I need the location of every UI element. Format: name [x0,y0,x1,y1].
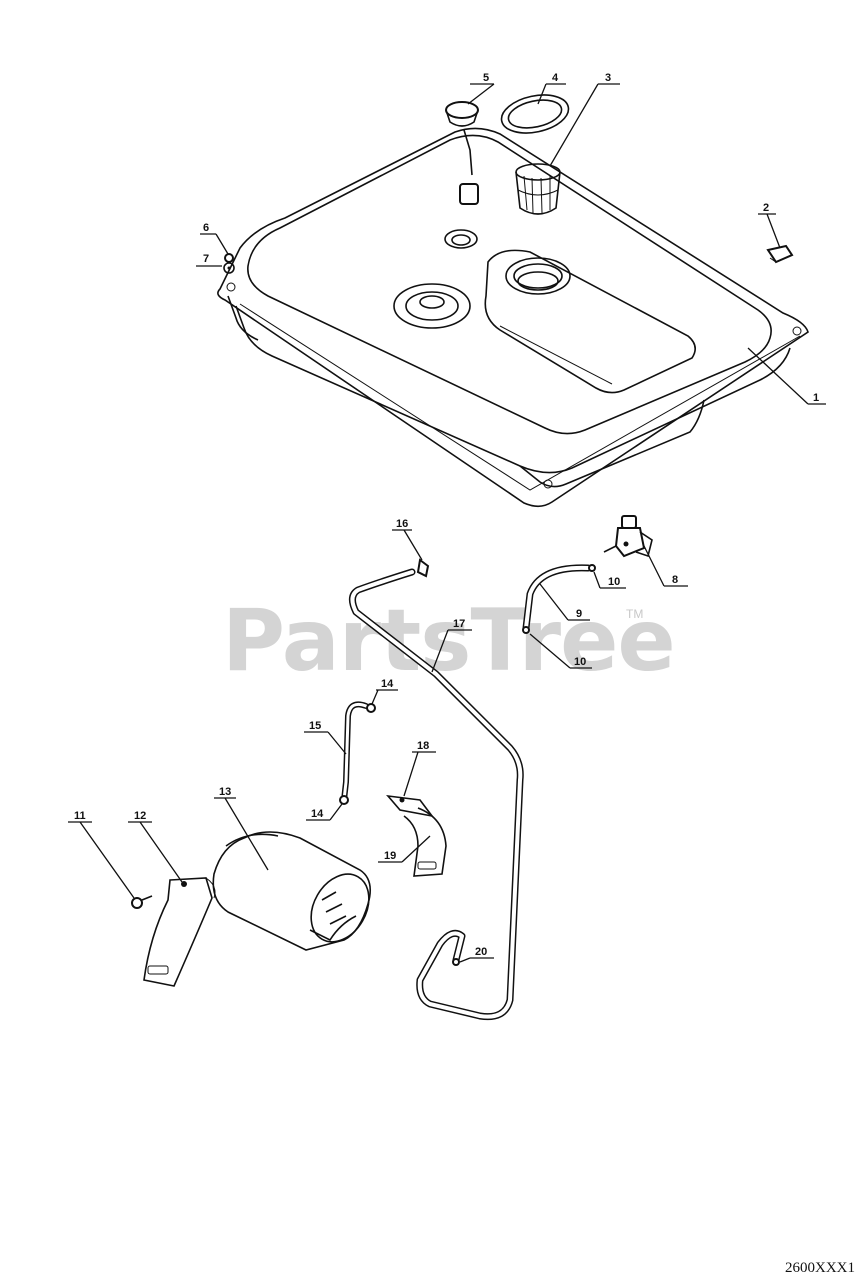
part-17-fuel-line[interactable] [349,568,524,1021]
part-9-fuel-hose[interactable] [522,564,592,632]
callout-10-upper: 10 [608,576,620,588]
part-15-short-hose[interactable] [341,701,369,803]
part-16-hose-clamp[interactable] [416,558,430,578]
part-5-fuel-gauge[interactable] [445,101,479,205]
part-20-hose-end[interactable] [452,958,460,966]
callout-13: 13 [219,786,231,798]
part-11-bolt[interactable] [131,895,153,909]
part-8-fuel-valve[interactable] [603,515,653,558]
part-4-gasket[interactable] [498,89,572,138]
callout-6: 6 [203,222,209,234]
part-10-hose-clamp-lower[interactable] [522,626,530,634]
part-6-screw[interactable] [224,253,234,263]
callout-7: 7 [203,253,209,265]
part-19-strap[interactable] [403,807,447,877]
diagram-code: 2600XXX1 [785,1260,855,1276]
callout-17: 17 [453,618,465,630]
callout-2: 2 [763,202,769,214]
callout-15: 15 [309,720,321,732]
callout-14-upper: 14 [381,678,394,690]
callout-8: 8 [672,574,678,586]
part-12-bracket[interactable] [143,877,216,987]
callout-11: 11 [74,810,86,822]
watermark-text: PartsTree [222,591,675,691]
callout-14-lower: 14 [311,808,324,820]
part-3-strainer[interactable] [515,163,561,215]
callout-10-lower: 10 [574,656,586,668]
part-18-bracket-bolt[interactable] [386,794,434,818]
callout-9: 9 [576,608,582,620]
part-2-grommet[interactable] [766,244,794,264]
callout-5: 5 [483,72,489,84]
part-13-fuel-filter[interactable] [212,831,380,952]
callout-19: 19 [384,850,396,862]
callout-3: 3 [605,72,611,84]
part-7-washer[interactable] [223,262,235,274]
callout-20: 20 [475,946,487,958]
callout-4: 4 [552,72,559,84]
part-14-hose-clamp-upper[interactable] [366,703,376,713]
watermark-trademark: TM [626,607,643,621]
callout-1: 1 [813,392,819,404]
fuel-tank[interactable] [217,127,809,508]
callout-18: 18 [417,740,429,752]
part-14-hose-clamp-lower[interactable] [339,795,349,805]
callout-12: 12 [134,810,146,822]
callout-16: 16 [396,518,408,530]
part-10-hose-clamp-upper[interactable] [588,564,596,572]
